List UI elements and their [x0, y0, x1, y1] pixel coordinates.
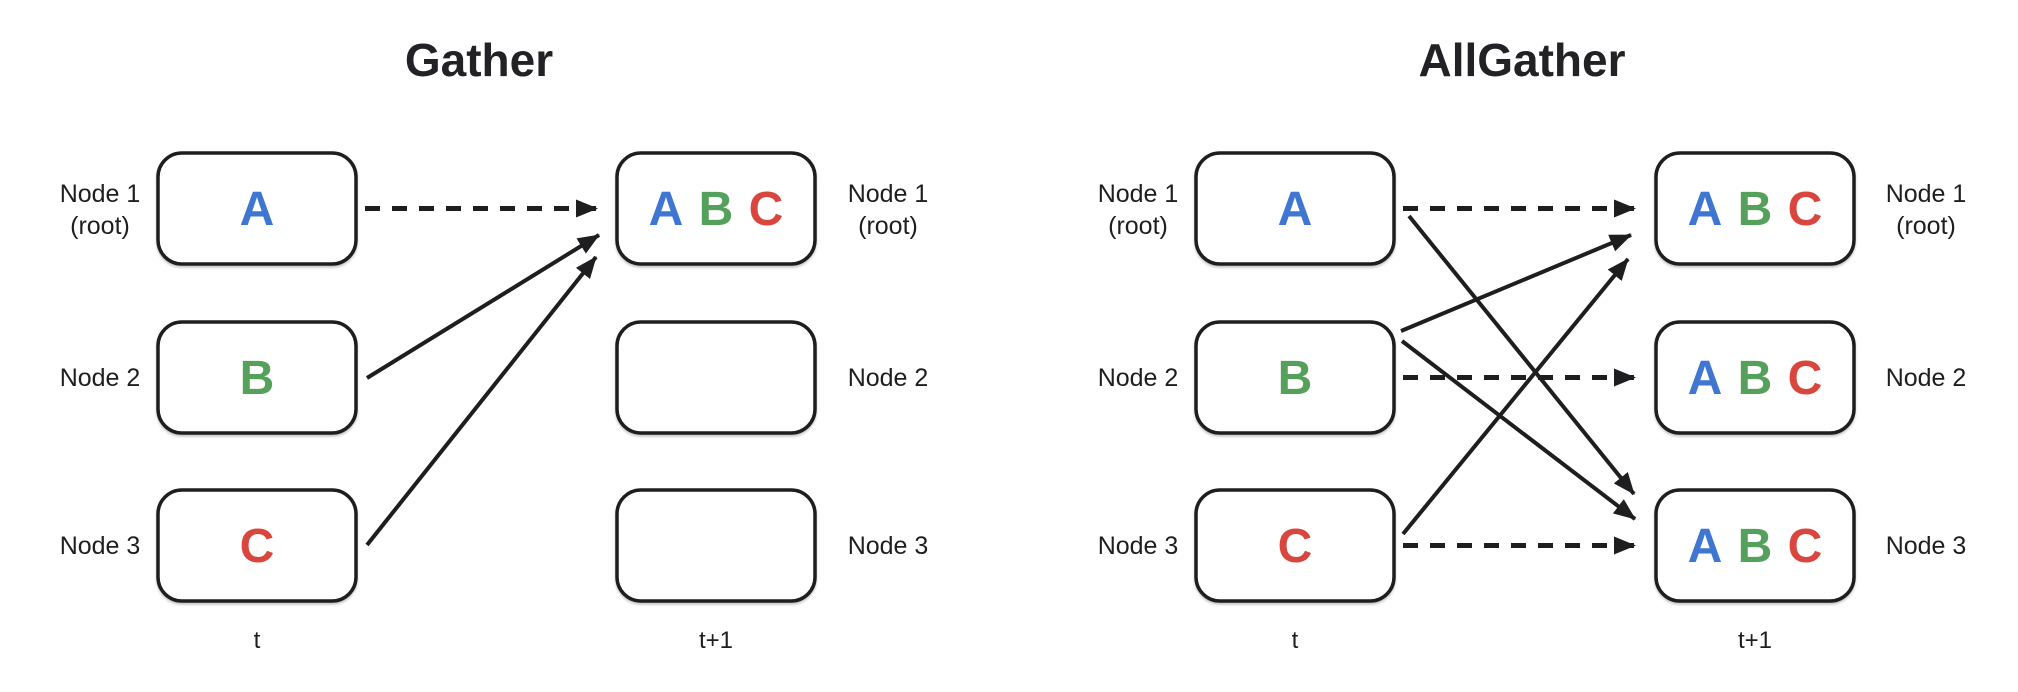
gather-dst-node1-letter-a: A — [649, 183, 684, 236]
allgather-dst-node3-letter-b: B — [1738, 520, 1773, 573]
allgather-diagram: AllGather A B C A B C A B C A B C — [1098, 34, 1967, 654]
gather-dst-node3-box — [615, 488, 817, 603]
allgather-src-node2-label: Node 2 — [1098, 364, 1179, 392]
gather-time-t-label: t — [254, 627, 261, 654]
gather-title: Gather — [405, 34, 553, 86]
gather-dst-node3-label: Node 3 — [848, 532, 929, 560]
gather-src-node1-sublabel: (root) — [70, 212, 130, 240]
allgather-dst-node1-letter-b: B — [1738, 183, 1773, 236]
gather-src-node2-letter-b: B — [240, 352, 275, 405]
allgather-title: AllGather — [1418, 34, 1625, 86]
allgather-dst-node3-label: Node 3 — [1886, 532, 1967, 560]
gather-dst-node1-letter-c: C — [749, 183, 784, 236]
allgather-dst-node2-label: Node 2 — [1886, 364, 1967, 392]
gather-src-node3-letter-c: C — [240, 520, 275, 573]
allgather-dst-node1-letter-a: A — [1688, 183, 1723, 236]
gather-dst-node1-label: Node 1 — [848, 180, 929, 208]
gather-dst-node1-sublabel: (root) — [858, 212, 918, 240]
allgather-dst-node3-letter-c: C — [1788, 520, 1823, 573]
gather-src-node3-label: Node 3 — [60, 532, 141, 560]
gather-arrow-node2-to-root — [365, 233, 601, 380]
allgather-arrow-node2-to-node3 — [1400, 339, 1637, 521]
gather-src-node1-label: Node 1 — [60, 180, 141, 208]
allgather-time-t1-label: t+1 — [1738, 627, 1772, 654]
gather-dst-node2-box — [615, 320, 817, 435]
gather-diagram: Gather A B C A B C Node 1 (root) Node 2 … — [60, 34, 929, 654]
gather-time-t1-label: t+1 — [699, 627, 733, 654]
gather-dst-node1-box — [615, 151, 817, 266]
allgather-src-node2-box — [1194, 320, 1396, 435]
gather-dst-node2-label: Node 2 — [848, 364, 929, 392]
gather-src-node2-label: Node 2 — [60, 364, 141, 392]
gather-arrow-node3-to-root — [365, 255, 598, 547]
allgather-src-node2-letter-b: B — [1278, 352, 1313, 405]
allgather-time-t-label: t — [1292, 627, 1299, 654]
allgather-dst-node3-letter-a: A — [1688, 520, 1723, 573]
allgather-dst-node1-label: Node 1 — [1886, 180, 1967, 208]
allgather-src-node1-letter-a: A — [1278, 183, 1313, 236]
gather-src-node1-box — [156, 151, 358, 266]
allgather-dst-node2-letter-c: C — [1788, 352, 1823, 405]
gather-src-node2-box — [156, 320, 358, 435]
allgather-dst-node2-letter-b: B — [1738, 352, 1773, 405]
allgather-src-node3-box — [1194, 488, 1396, 603]
allgather-arrow-node1-to-node3 — [1407, 214, 1636, 496]
allgather-src-node3-letter-c: C — [1278, 520, 1313, 573]
allgather-arrow-node3-to-node1 — [1401, 257, 1630, 536]
allgather-dst-node2-box — [1654, 320, 1856, 435]
allgather-dst-node1-box — [1654, 151, 1856, 266]
allgather-src-node1-box — [1194, 151, 1396, 266]
gather-src-node3-box — [156, 488, 358, 603]
allgather-src-node1-sublabel: (root) — [1108, 212, 1168, 240]
allgather-src-node3-label: Node 3 — [1098, 532, 1179, 560]
allgather-src-node1-label: Node 1 — [1098, 180, 1179, 208]
allgather-dst-node1-letter-c: C — [1788, 183, 1823, 236]
gather-src-node1-letter-a: A — [240, 183, 275, 236]
allgather-dst-node3-box — [1654, 488, 1856, 603]
gather-dst-node1-letter-b: B — [699, 183, 734, 236]
allgather-arrow-node2-to-node1 — [1400, 233, 1632, 333]
allgather-dst-node2-letter-a: A — [1688, 352, 1723, 405]
allgather-dst-node1-sublabel: (root) — [1896, 212, 1956, 240]
